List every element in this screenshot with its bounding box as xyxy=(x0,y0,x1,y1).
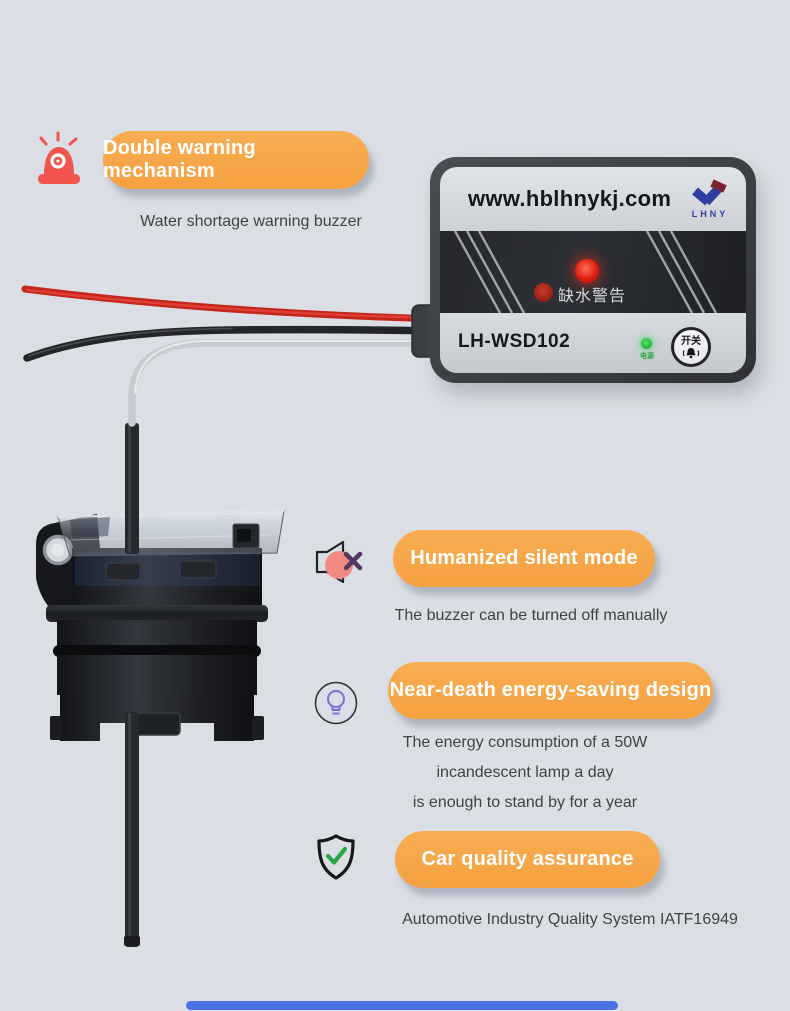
feature-description-double-warning: Water shortage warning buzzer xyxy=(140,213,362,230)
sensor-cable xyxy=(124,423,140,947)
switch-button-label: 开关 xyxy=(681,335,701,347)
description-line: The energy consumption of a 50W xyxy=(402,734,648,751)
warning-device: www.hblhnykj.com LHNY xyxy=(430,157,756,383)
power-led xyxy=(641,338,652,349)
warning-led-secondary xyxy=(534,283,553,302)
power-led-label: 电源 xyxy=(640,353,654,360)
band-stripes xyxy=(453,231,718,313)
feature-banner-double-warning: Double warning mechanism xyxy=(103,131,369,189)
mute-speaker-icon xyxy=(315,540,363,584)
buzzer-switch-button[interactable]: 开关 xyxy=(671,327,711,367)
feature-description-quality: Automotive Industry Quality System IATF1… xyxy=(402,911,738,928)
shield-check-icon xyxy=(317,834,355,880)
feature-banner-silent-mode: Humanized silent mode xyxy=(393,530,655,587)
feature-banner-quality: Car quality assurance xyxy=(395,831,660,888)
device-model: LH-WSD102 xyxy=(458,331,571,352)
description-line: is enough to stand by for a year xyxy=(412,794,638,811)
device-top-band: www.hblhnykj.com LHNY xyxy=(440,167,746,231)
feature-description-silent-mode: The buzzer can be turned off manually xyxy=(394,607,668,624)
warning-led-label: 缺水警告 xyxy=(558,288,627,305)
feature-description-energy-saving: The energy consumption of a 50W incandes… xyxy=(375,728,675,818)
feature-title: Car quality assurance xyxy=(421,848,634,870)
description-line: incandescent lamp a day xyxy=(436,764,614,781)
device-website: www.hblhnykj.com xyxy=(468,186,672,211)
water-level-sensor xyxy=(36,510,285,741)
red-wire xyxy=(21,285,444,323)
device-wires xyxy=(21,285,444,427)
feature-title: Double warning mechanism xyxy=(103,137,256,182)
sensor-glass-cap xyxy=(57,510,285,557)
feature-title: Humanized silent mode xyxy=(410,547,638,569)
siren-icon xyxy=(38,131,80,184)
warning-led xyxy=(575,259,599,283)
bottom-accent-bar xyxy=(186,1001,618,1010)
bulb-icon xyxy=(314,681,358,725)
feature-title: Near-death energy-saving design xyxy=(389,679,712,701)
gray-wire xyxy=(128,339,444,427)
lhny-logo-text: LHNY xyxy=(692,209,729,219)
bell-icon xyxy=(682,347,700,358)
feature-banner-energy-saving: Near-death energy-saving design xyxy=(388,662,713,719)
lhny-logo-icon: LHNY xyxy=(692,179,729,219)
